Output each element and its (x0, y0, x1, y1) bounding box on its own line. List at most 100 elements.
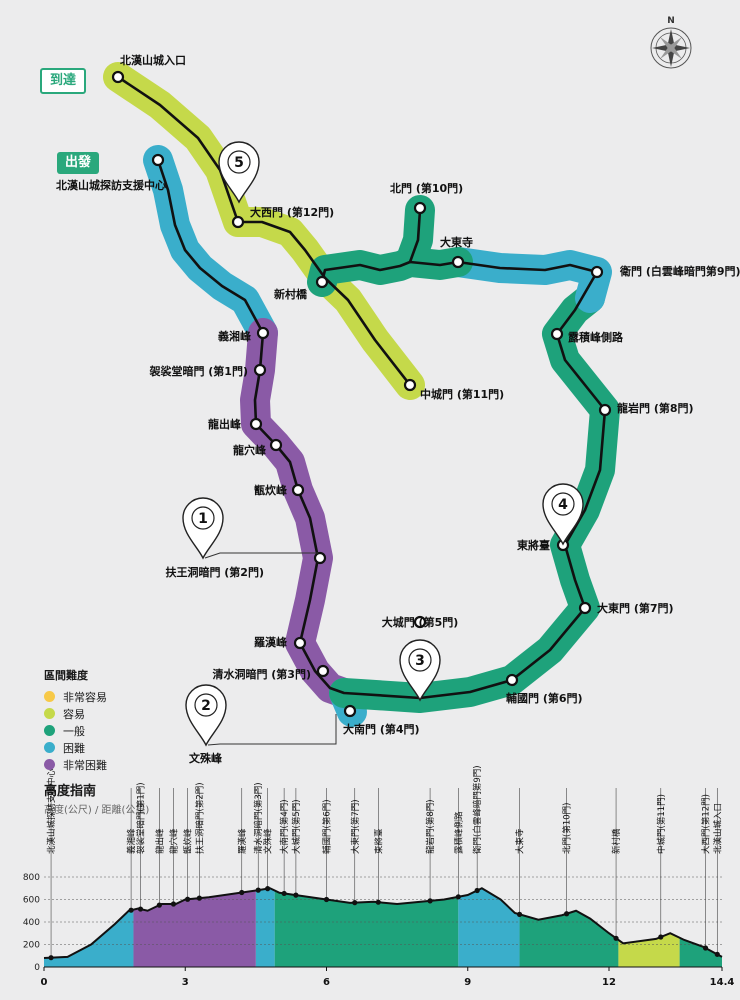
stop-label-center: 北漢山城探訪支援中心 (56, 178, 166, 192)
marker-label-3: 袈裟堂暗門(第1門) (136, 782, 147, 854)
elevation-segment-2 (133, 890, 256, 967)
marker-dot-11 (281, 890, 287, 897)
legend-item-1: 非常容易 (44, 688, 107, 705)
stop-label-daedongsa: 大東寺 (440, 235, 473, 249)
marker-dot-19 (516, 911, 523, 917)
stop-label-yongammun: 龍岩門 (第8門) (617, 401, 694, 415)
trail-line (116, 75, 607, 700)
marker-label-5: 龍穴峰 (168, 828, 179, 854)
stop-label-yongchulbong: 龍出峰 (208, 417, 242, 431)
elevation-segment-4 (274, 890, 459, 967)
marker-label-10: 文殊峰 (263, 828, 274, 854)
stop-marker-daeseongmun (413, 615, 427, 629)
legend-swatch-2 (44, 708, 55, 719)
legend-item-2: 容易 (44, 705, 107, 722)
marker-dot-10 (265, 886, 271, 892)
marker-dot-18 (474, 887, 480, 894)
elevation-segment-7 (618, 933, 680, 967)
marker-dot-3 (137, 906, 144, 912)
legend-swatch-3 (44, 725, 55, 736)
stop-label-jeokbong: 露積峰側路 (568, 330, 624, 344)
marker-dot-8 (239, 889, 245, 896)
marker-dot-23 (702, 945, 709, 951)
marker-dot-16 (427, 898, 433, 904)
elevation-chart: 0200400600800 北漢山城探訪支援中心義湘峰袈裟堂暗門(第1門)龍出峰… (23, 765, 735, 988)
marker-dot-15 (375, 899, 381, 905)
difficulty-bands (103, 62, 620, 727)
marker-dot-20 (564, 911, 570, 917)
legend-swatch-4 (44, 742, 55, 753)
marker-dot-9 (255, 887, 261, 893)
x-tick-12: 12 (602, 977, 616, 988)
marker-dot-5 (170, 901, 177, 907)
stop-marker-uisangbong (256, 326, 270, 340)
stop-label-daedongmun: 大東門 (第7門) (597, 601, 674, 615)
pin-marker-1: 1 (182, 497, 318, 560)
stop-marker-daedongmun (578, 601, 592, 615)
legend-label-3: 一般 (63, 724, 85, 738)
stop-label-daeseomun: 大西門 (第12門) (250, 205, 334, 219)
arrive-badge: 到達 (40, 68, 87, 94)
trail-path-1 (116, 75, 412, 387)
marker-label-6: 甑炊峰 (183, 828, 194, 854)
marker-label-1: 北漢山城探訪支援中心 (46, 768, 57, 854)
legend-label-2: 容易 (63, 707, 85, 721)
stop-marker-daeseomun (231, 215, 245, 229)
svg-text:3: 3 (415, 653, 425, 669)
marker-label-7: 扶王洞暗門(第2門) (194, 782, 205, 854)
stop-marker-center (151, 153, 165, 167)
legend-label-5: 非常困難 (63, 758, 107, 772)
stop-marker-wimun (590, 265, 604, 279)
pin-marker-4: 4 (542, 483, 584, 546)
marker-dot-7 (196, 895, 202, 901)
marker-dot-12 (293, 892, 299, 898)
pin-marker-2: 2 (185, 684, 337, 747)
marker-label-16: 龍岩門(第8門) (425, 799, 436, 854)
marker-label-12: 大城門(第5門) (291, 799, 302, 854)
elevation-subtitle: 高度(公尺) / 距離(公里) (44, 805, 150, 816)
stop-label-bukmun: 北門 (第10門) (390, 181, 463, 195)
elevation-title: 高度指南 (44, 784, 97, 799)
marker-label-18: 衛門(白雲峰暗門第9門) (472, 765, 483, 854)
pin-marker-3: 3 (399, 639, 441, 702)
marker-label-9: 清水洞暗門(第3門) (253, 782, 264, 854)
elevation-segment-1 (44, 909, 134, 967)
y-tick-200: 200 (23, 941, 40, 951)
marker-label-15: 東將臺 (373, 828, 384, 854)
marker-label-4: 龍出峰 (154, 828, 165, 854)
stop-label-sinchongyo: 新村橋 (274, 287, 308, 301)
y-tick-0: 0 (34, 963, 40, 973)
stop-marker-yonghyeolbong (269, 438, 283, 452)
marker-dot-21 (613, 935, 619, 941)
svg-text:4: 4 (558, 497, 568, 513)
marker-label-24: 北漢山城入口 (712, 803, 723, 854)
legend-swatch-1 (44, 691, 55, 702)
x-tick-9: 9 (464, 977, 471, 988)
y-tick-800: 800 (23, 873, 40, 883)
stop-marker-daenammun (343, 704, 357, 718)
x-tick-0: 0 (41, 977, 48, 988)
stop-marker-daedongsa (451, 255, 465, 269)
marker-dot-13 (323, 896, 330, 903)
elevation-segment-6 (519, 911, 619, 967)
legend-title: 區間難度 (44, 669, 88, 682)
stop-label-buwang: 扶王洞暗門 (第2門) (165, 565, 264, 579)
elevation-line (43, 887, 723, 959)
stop-marker-yongammun (598, 403, 612, 417)
legend-label-4: 困難 (63, 741, 85, 755)
stop-label-daeseongmun: 大城門 (第5門) (382, 615, 459, 629)
marker-label-22: 中城門(第11門) (656, 794, 667, 854)
marker-dot-22 (658, 934, 664, 940)
y-tick-600: 600 (23, 896, 40, 906)
stop-label-cheongsu: 清水洞暗門 (第3門) (212, 667, 311, 681)
legend-item-4: 困難 (44, 739, 107, 756)
stop-label-jeungchwibong: 甑炊峰 (254, 483, 288, 497)
x-tick-3: 3 (182, 977, 189, 988)
elevation-header: 高度指南 高度(公尺) / 距離(公里) (44, 780, 149, 816)
trail-path-3 (408, 208, 422, 264)
marker-label-23: 大西門(第12門) (701, 794, 712, 854)
y-tick-400: 400 (23, 918, 40, 928)
marker-dot-4 (156, 902, 162, 908)
